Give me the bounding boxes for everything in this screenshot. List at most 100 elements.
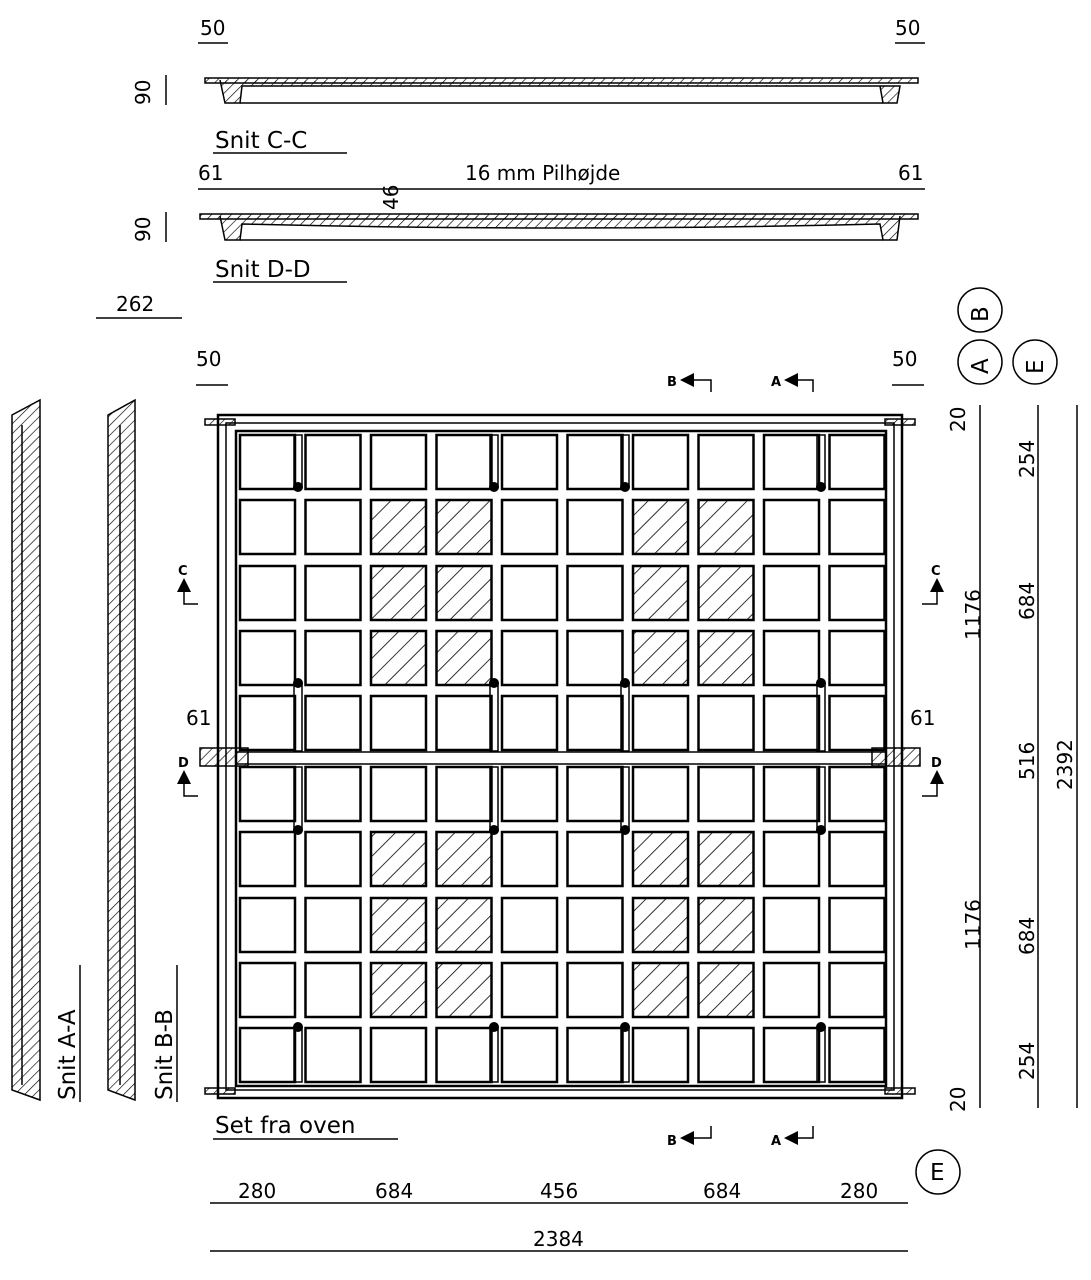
- grid-cell-hatched: [369, 961, 428, 1019]
- dim-cc-height: 90: [131, 80, 155, 105]
- dim-262: 262: [116, 292, 154, 316]
- grid-cell: [435, 694, 493, 752]
- section-aa: Snit A-A: [11, 398, 81, 1102]
- grid-cell-hatched: [369, 564, 428, 622]
- grid-cell: [762, 1026, 821, 1084]
- dim-cc-left: 50: [200, 16, 225, 40]
- anchor-dot: [816, 825, 826, 835]
- anchor-dot: [620, 482, 630, 492]
- grid-cell-hatched: [631, 830, 690, 888]
- grid-cell: [238, 1026, 297, 1084]
- grid-cell: [238, 765, 297, 823]
- dim-dd-right: 61: [898, 161, 923, 185]
- grid-cell-hatched: [697, 830, 755, 888]
- dim-mid-right: 61: [910, 706, 935, 730]
- grid-cell: [631, 1026, 690, 1084]
- grid-cell-hatched: [697, 896, 755, 954]
- section-cc-title: Snit C-C: [215, 128, 307, 154]
- grid-cell: [828, 694, 886, 752]
- section-bb: Snit B-B: [107, 398, 178, 1102]
- marker-d-left: D: [178, 756, 189, 771]
- grid-cell: [828, 896, 886, 954]
- anchor-dot: [489, 482, 499, 492]
- dim-dd-left: 61: [198, 161, 223, 185]
- grid-cell: [238, 498, 297, 556]
- grid-cell: [566, 961, 624, 1019]
- grid-cell: [304, 433, 362, 491]
- grid-cell: [369, 433, 428, 491]
- dim-plan-top-right: 50: [892, 347, 917, 371]
- section-dd-title: Snit D-D: [215, 257, 311, 283]
- dim-dd-thickness: 46: [379, 185, 403, 210]
- marker-c-right: C: [931, 564, 941, 579]
- grid-cell: [435, 765, 493, 823]
- dim-total-width: 2384: [533, 1227, 584, 1251]
- pilhojde-note: 16 mm Pilhøjde: [465, 161, 620, 185]
- grid-cell-hatched: [697, 564, 755, 622]
- grid-cell: [500, 433, 559, 491]
- marker-b-bottom: B: [667, 1134, 677, 1149]
- grid-cell: [304, 629, 362, 687]
- dim-right-684-top: 684: [1015, 582, 1039, 620]
- grid-cell: [566, 629, 624, 687]
- grid-cell: [631, 433, 690, 491]
- anchor-dot: [816, 1022, 826, 1032]
- grid-cell: [762, 961, 821, 1019]
- grid-cell-hatched: [435, 830, 493, 888]
- dim-mid-left: 61: [186, 706, 211, 730]
- grid-cell: [500, 629, 559, 687]
- section-aa-title: Snit A-A: [55, 1009, 81, 1100]
- grid-cell: [697, 694, 755, 752]
- anchor-dot: [620, 825, 630, 835]
- grid-cell: [697, 1026, 755, 1084]
- marker-a-top: A: [771, 375, 781, 390]
- dim-right-254-top: 254: [1015, 440, 1039, 478]
- anchor-dot: [816, 678, 826, 688]
- grid-cell: [500, 961, 559, 1019]
- bottom-dimensions: 280 684 456 684 280 2384: [210, 1179, 908, 1252]
- grid-cell: [828, 961, 886, 1019]
- grid-cell-hatched: [631, 498, 690, 556]
- dim-right-254-bottom: 254: [1015, 1042, 1039, 1080]
- grid-cell-hatched: [631, 896, 690, 954]
- grid-cell: [566, 694, 624, 752]
- grid-cell: [828, 433, 886, 491]
- grid-cell-hatched: [435, 896, 493, 954]
- grid-cell-hatched: [435, 961, 493, 1019]
- dim-cc-right: 50: [895, 16, 920, 40]
- grid-cell: [566, 896, 624, 954]
- grid-cell-hatched: [631, 629, 690, 687]
- circle-e-right: E: [1023, 359, 1049, 374]
- section-dd: 61 61 16 mm Pilhøjde 46 90 Snit D-D: [131, 161, 925, 283]
- grid-cell: [828, 830, 886, 888]
- grid-cell: [566, 433, 624, 491]
- anchor-dot: [489, 678, 499, 688]
- grid-cell: [238, 433, 297, 491]
- grid-cell: [828, 1026, 886, 1084]
- grid-cell: [566, 498, 624, 556]
- grid-cell: [566, 830, 624, 888]
- marker-d-right: D: [931, 756, 942, 771]
- grid-cell: [304, 498, 362, 556]
- anchor-dot: [620, 1022, 630, 1032]
- anchor-dot: [293, 825, 303, 835]
- plan-view: [199, 413, 921, 1100]
- grid-circles: B A E E: [915, 287, 1058, 1195]
- grid-cell: [238, 896, 297, 954]
- dim-bottom-684-right: 684: [703, 1179, 741, 1203]
- grid-cell: [238, 629, 297, 687]
- grid-cell: [500, 1026, 559, 1084]
- section-bb-title: Snit B-B: [152, 1009, 178, 1100]
- grid-cell: [500, 896, 559, 954]
- grid-cell: [500, 694, 559, 752]
- grid-cell: [369, 765, 428, 823]
- dim-bottom-684-left: 684: [375, 1179, 413, 1203]
- grid-cell: [304, 564, 362, 622]
- grid-cell-hatched: [435, 629, 493, 687]
- grid-cell: [762, 765, 821, 823]
- marker-c-left: C: [178, 564, 188, 579]
- marker-a-bottom: A: [771, 1134, 781, 1149]
- grid-cell: [566, 564, 624, 622]
- grid-cell-hatched: [697, 629, 755, 687]
